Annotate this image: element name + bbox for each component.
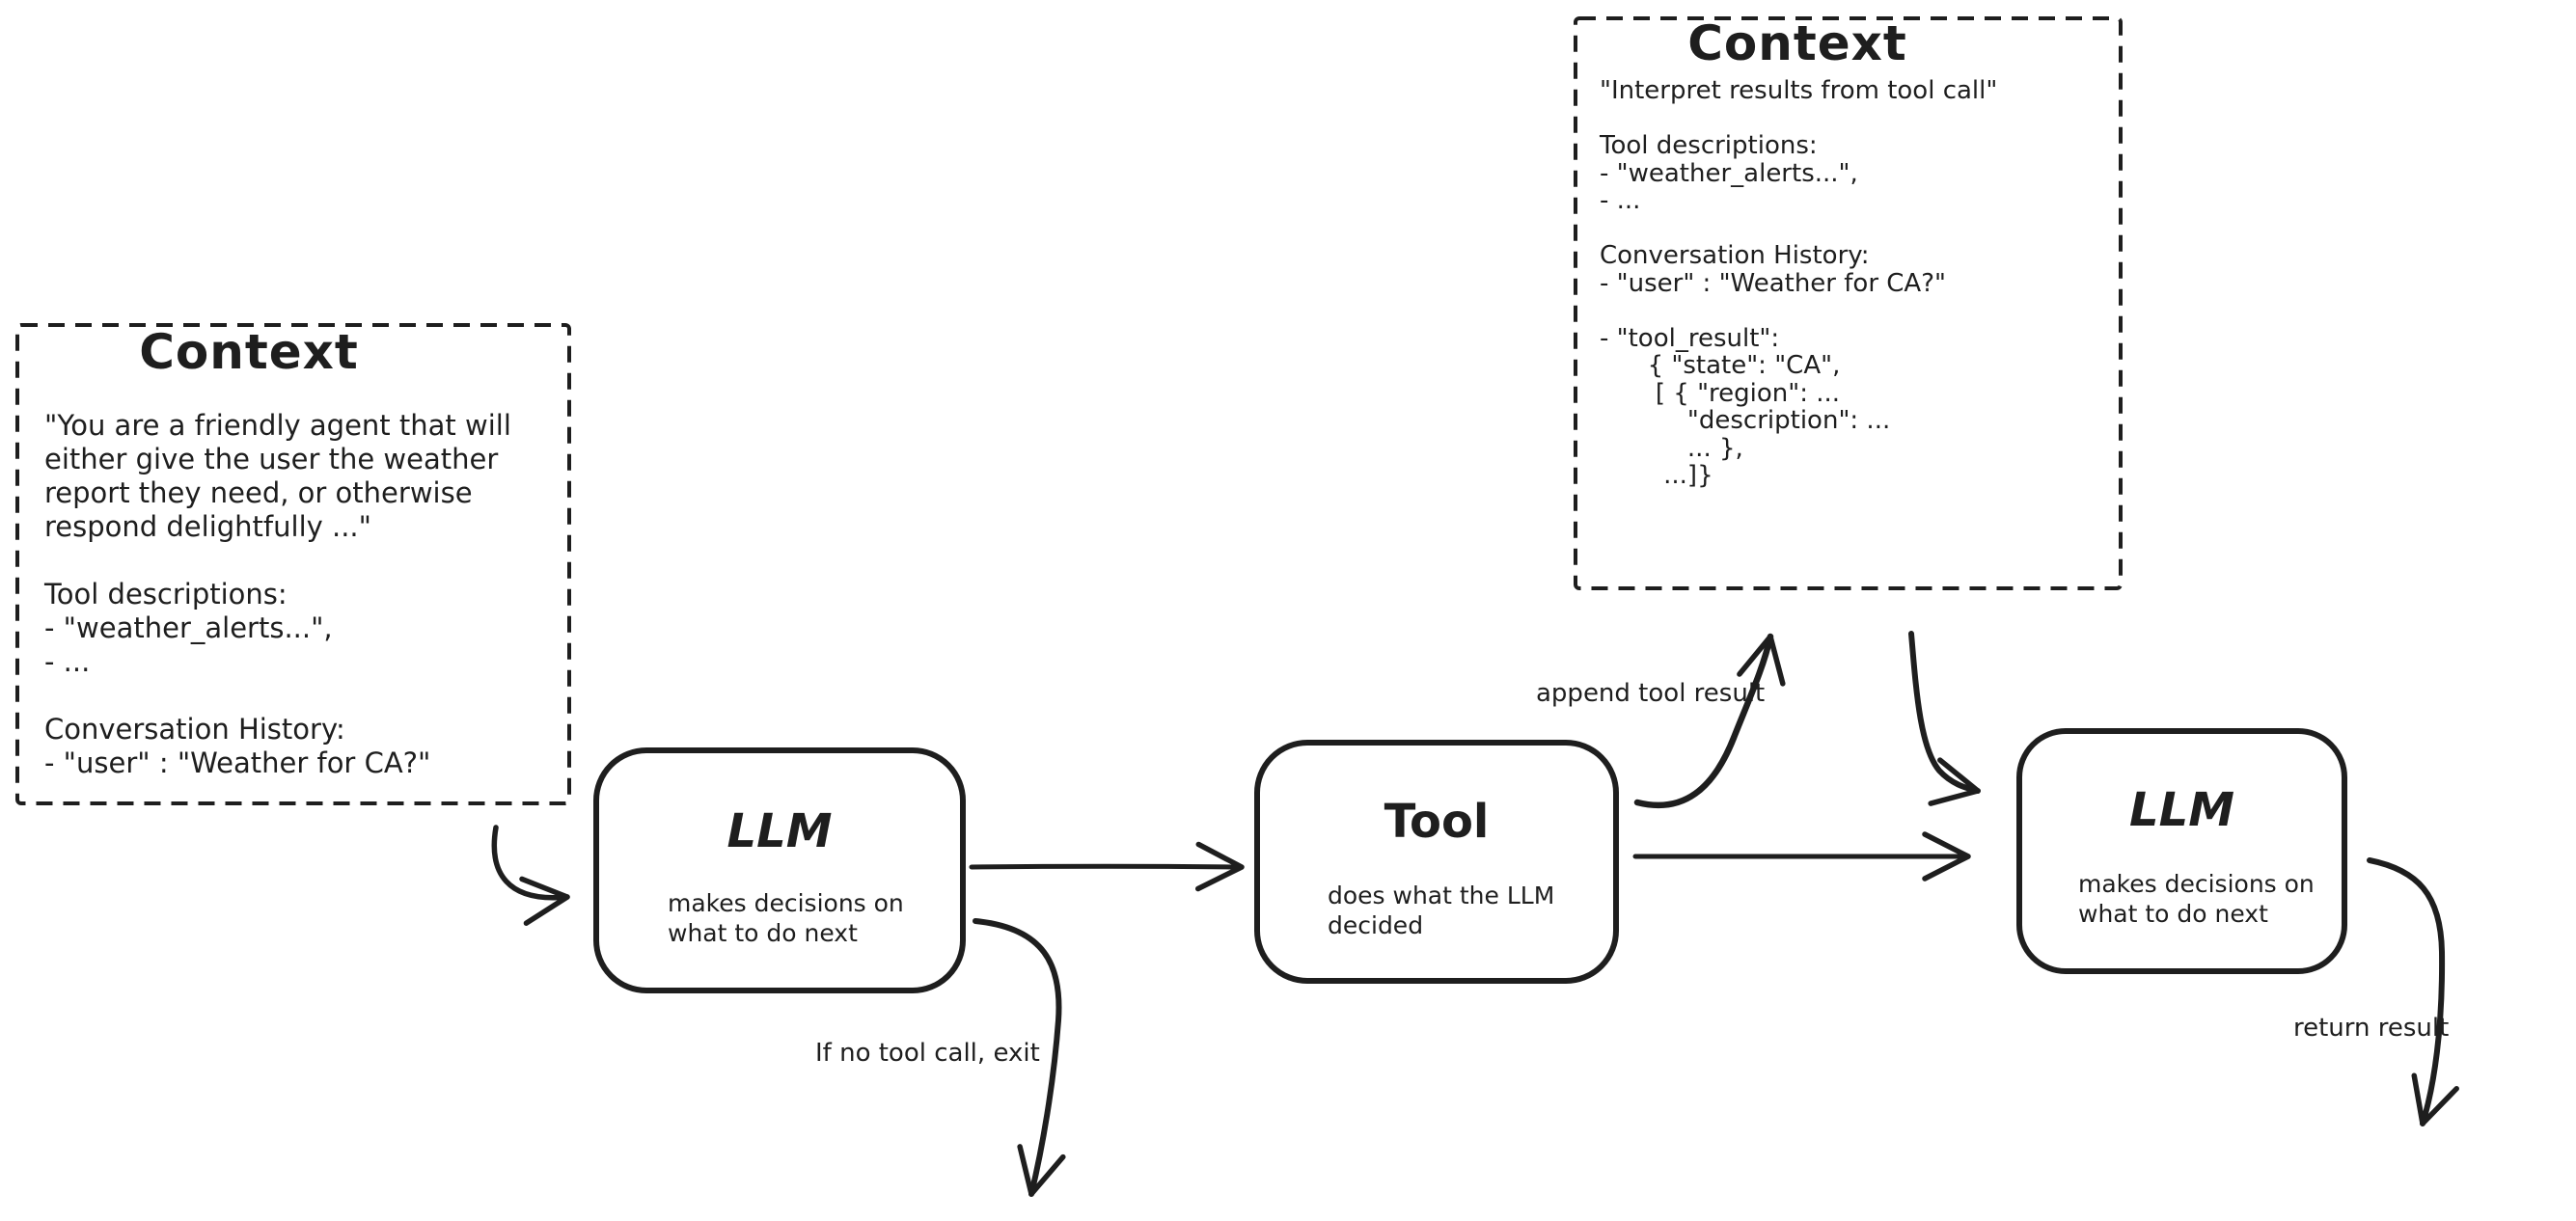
context-initial-box-outline [15, 323, 571, 805]
context-updated-body: "Interpret results from tool call" Tool … [1600, 76, 1998, 490]
llm-second-subtitle: makes decisions on what to do next [2078, 870, 2315, 928]
context-updated-title: Context [1687, 15, 1907, 71]
context-updated-box-outline [1574, 16, 2123, 590]
return-result-label: return result [2293, 1014, 2450, 1043]
arrow-context-updated-to-llm2 [1908, 631, 1981, 806]
llm-first-node-outline [593, 747, 966, 993]
llm-second-node-outline [2016, 728, 2347, 974]
arrow-llm1-to-tool [969, 841, 1245, 892]
arrow-llm2-return-result [2367, 857, 2459, 1126]
tool-title: Tool [1384, 795, 1490, 849]
context-initial-title: Context [139, 324, 359, 380]
llm-first-title: LLM [726, 804, 833, 858]
append-tool-result-label: append tool result [1536, 679, 1766, 708]
tool-node-outline [1254, 740, 1619, 984]
context-initial-body: "You are a friendly agent that will eith… [44, 409, 511, 779]
arrow-tool-to-context-updated [1633, 633, 1786, 809]
tool-subtitle: does what the LLM decided [1328, 882, 1555, 939]
no-tool-call-exit-label: If no tool call, exit [815, 1039, 1040, 1068]
llm-first-subtitle: makes decisions on what to do next [668, 889, 904, 947]
arrow-llm1-exit [973, 918, 1066, 1197]
llm-second-title: LLM [2129, 783, 2234, 837]
arrow-context-initial-to-llm1 [491, 825, 570, 926]
